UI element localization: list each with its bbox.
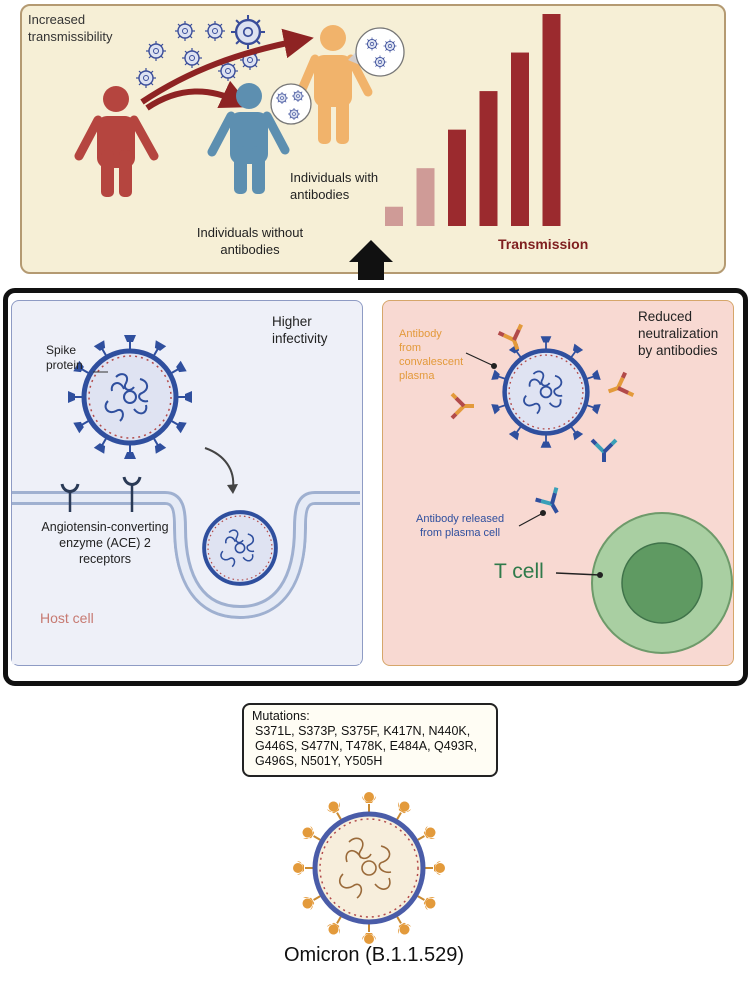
mechanism-illustration (12, 322, 733, 664)
spread-arrow-upper (140, 28, 314, 105)
t-cell-label: T cell (494, 560, 544, 583)
person-without-antibodies-icon (207, 83, 290, 194)
mutations-list: S371L, S373P, S375F, K417N, N440K, G446S… (255, 724, 478, 768)
convalescent-pointer (465, 352, 495, 367)
person-with-antibodies-icon (295, 25, 373, 144)
transmission-bar-1 (385, 206, 403, 226)
mutations-title: Mutations: (252, 709, 310, 723)
omicron-label: Omicron (B.1.1.529) (283, 944, 465, 966)
increased-transmissibility-label: Increased transmissibility (28, 12, 113, 44)
spread-arrow-lower (145, 80, 251, 111)
host-cell-label: Host cell (40, 610, 94, 626)
infected-person-icon (74, 86, 159, 197)
plasma-cell-antibody-label: Antibody released from plasma cell (416, 513, 505, 539)
sars-cov-2-virus-icon (67, 334, 193, 460)
plasma-cell-antibody-icon (533, 438, 618, 521)
reduced-neutralization-label: Reduced neutralization by antibodies (638, 309, 719, 358)
transmission-bar-4 (479, 91, 498, 226)
entry-arrow (204, 447, 235, 489)
plasma-pointer (518, 512, 544, 527)
transmission-bar-6 (542, 14, 561, 226)
transmission-bar-5 (511, 52, 529, 226)
t-cell-pointer (555, 572, 601, 576)
ace2-receptor-icon (60, 476, 142, 512)
with-antibodies-label: Individuals with antibodies (290, 170, 379, 202)
mutations-box: Mutations: S371L, S373P, S375F, K417N, N… (242, 703, 498, 777)
transmission-label: Transmission (498, 236, 589, 252)
higher-infectivity-label: Higher infectivity (272, 314, 328, 346)
transmission-bar-chart (385, 14, 561, 226)
magnified-virus-bubble-orange (348, 27, 405, 77)
up-arrow-large (349, 240, 393, 280)
transmission-bar-3 (448, 129, 466, 226)
transmissibility-illustration (74, 13, 561, 280)
neutralized-virus-icon (490, 335, 602, 449)
ace2-receptors-label: Angiotensin-converting enzyme (ACE) 2 re… (41, 520, 169, 566)
without-antibodies-label: Individuals without antibodies (196, 225, 304, 257)
magnified-virus-bubble-blue (270, 83, 312, 125)
convalescent-antibody-label: Antibody from convalescent plasma (399, 328, 464, 382)
t-cell-icon (591, 512, 733, 654)
host-cell-membrane (12, 491, 360, 664)
transmission-bar-2 (416, 168, 435, 226)
spike-protein-label: Spike protein (46, 343, 83, 372)
internalized-virus-icon (202, 510, 278, 586)
omicron-virus-icon (292, 791, 446, 945)
